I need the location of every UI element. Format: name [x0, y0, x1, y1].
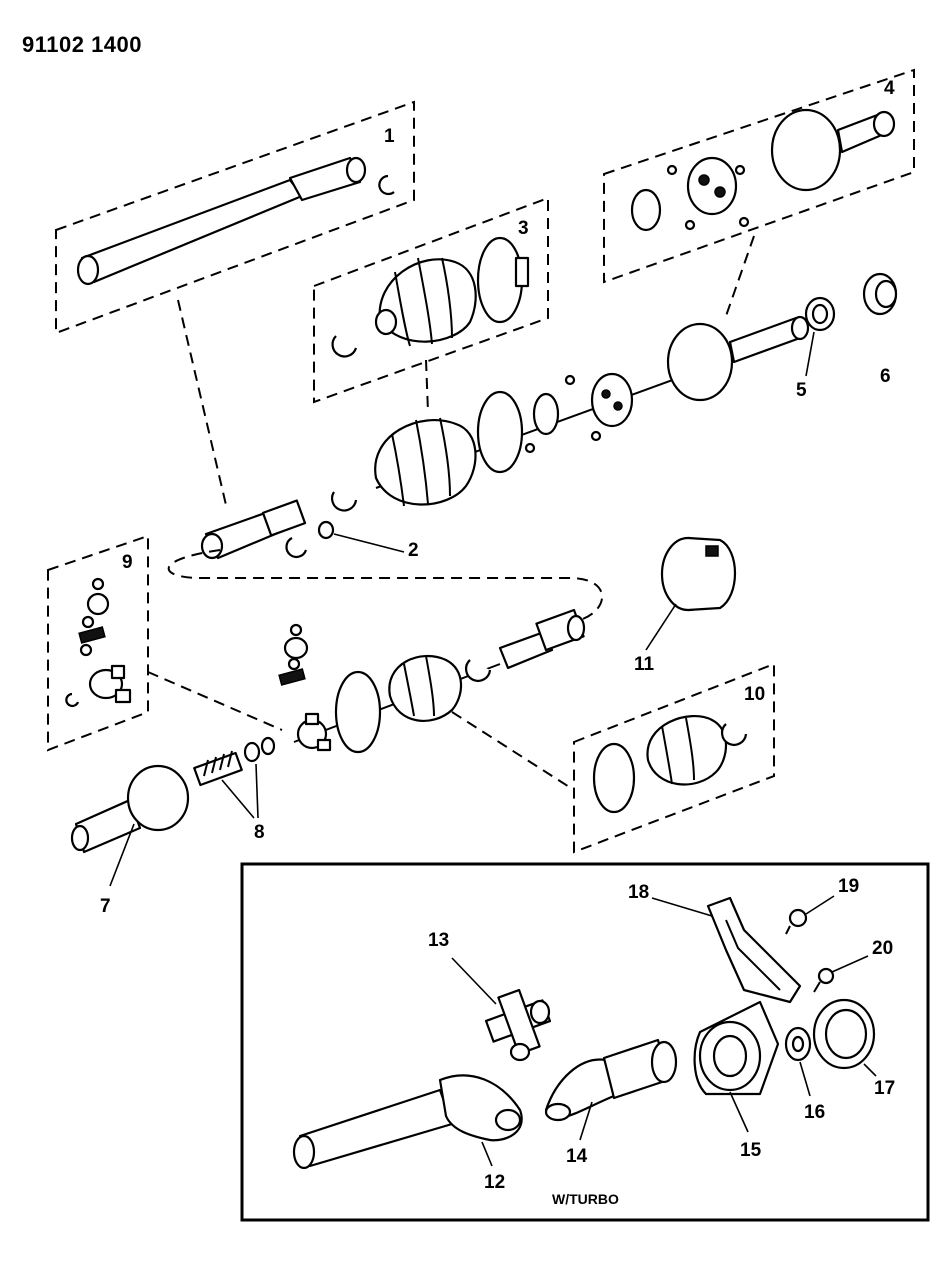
kit-clamp [592, 742, 636, 814]
callout-7: 7 [100, 896, 111, 917]
ball [524, 442, 536, 454]
assembled-cage [590, 372, 634, 428]
callout-1: 1 [384, 126, 395, 147]
callout-10: 10 [744, 684, 765, 705]
callout-19: 19 [838, 876, 859, 897]
main-assembly [331, 315, 810, 512]
kit-small-clamp [720, 723, 748, 746]
document-number: 91102 1400 [22, 32, 142, 57]
callout-16: 16 [804, 1102, 825, 1123]
cage [686, 156, 738, 216]
group-1-shaft-kit: 1 [55, 100, 415, 506]
group-9-tripod-kit: 9 [47, 534, 283, 752]
part-6-wear-sleeve: 6 [862, 272, 898, 387]
part-16-washer: 16 [784, 1026, 825, 1123]
callout-2: 2 [408, 540, 419, 561]
part-8-spring-kit: 8 [193, 736, 276, 843]
assembled-boot [374, 417, 477, 507]
inner-assembly [278, 608, 586, 754]
group-3-boot-kit: 3 [313, 196, 549, 413]
part-19-nut: 19 [785, 876, 859, 935]
turbo-caption: W/TURBO [552, 1191, 619, 1207]
boot-clamp-small [331, 335, 358, 358]
part-20-bolt: 20 [813, 938, 893, 993]
part-14-yoke-shaft: 14 [544, 1038, 678, 1167]
part-18-bracket: 18 [628, 882, 802, 1004]
callout-3: 3 [518, 218, 529, 239]
callout-13: 13 [428, 930, 449, 951]
tripod [88, 664, 132, 704]
callout-12: 12 [484, 1172, 505, 1193]
inner-boot [388, 655, 463, 723]
part-2-stub-shaft: 2 [200, 499, 419, 561]
ball [564, 374, 576, 386]
part-13-universal-joint: 13 [428, 930, 552, 1062]
callout-4: 4 [884, 78, 895, 99]
part-5-seal: 5 [796, 296, 836, 401]
assembled-small-clamp [331, 491, 358, 512]
inner-race [630, 188, 662, 232]
stub-snap-ring [285, 537, 308, 559]
kit-boot [646, 715, 727, 786]
callout-14: 14 [566, 1146, 588, 1167]
callout-8: 8 [254, 822, 265, 843]
inner-stub [498, 608, 586, 670]
callout-9: 9 [122, 552, 133, 573]
group-10-inner-boot-kit: 10 [451, 662, 775, 854]
intermediate-shaft [76, 156, 367, 286]
group-4-outer-joint-kit: 4 [603, 68, 915, 317]
callout-15: 15 [740, 1140, 762, 1161]
assembled-inner-race [532, 392, 560, 436]
turbo-inset: 12 13 14 15 [240, 862, 930, 1222]
callout-11: 11 [634, 654, 655, 675]
callout-6: 6 [880, 366, 891, 387]
ball [734, 164, 746, 176]
part-11-damper: 11 [634, 536, 737, 675]
ball [684, 219, 696, 231]
assembled-clamp [476, 390, 524, 474]
part-17-dust-shield: 17 [812, 998, 895, 1099]
callout-5: 5 [796, 380, 807, 401]
inner-tripod [296, 712, 332, 752]
assembly-path-line [167, 549, 604, 621]
part-7-inner-housing: 7 [70, 764, 190, 917]
callout-20: 20 [872, 938, 893, 959]
inner-clamp [334, 670, 382, 754]
outer-cv-housing [770, 108, 896, 192]
part-12-stub-yoke: 12 [292, 1074, 523, 1193]
ball [738, 216, 750, 228]
callout-17: 17 [874, 1078, 895, 1099]
ball [590, 430, 602, 442]
shaft-snap-ring [378, 174, 395, 196]
clamp-latch [514, 256, 530, 288]
part-15-center-bearing: 15 [693, 1000, 780, 1161]
ball [666, 164, 678, 176]
boot [374, 257, 477, 347]
assembled-outer-joint [666, 315, 810, 402]
stub-o-ring [317, 520, 335, 540]
callout-18: 18 [628, 882, 649, 903]
